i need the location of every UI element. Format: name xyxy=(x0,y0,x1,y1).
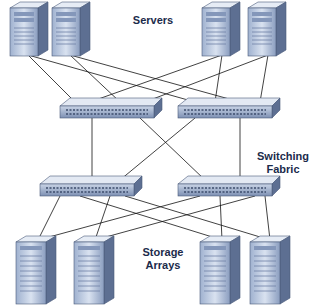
network-switch xyxy=(40,176,142,196)
cable xyxy=(240,118,241,180)
server-tower xyxy=(10,2,48,56)
cable xyxy=(265,196,270,240)
storage-array xyxy=(250,236,290,304)
cable xyxy=(145,55,268,102)
network-switch xyxy=(178,176,280,196)
server-tower xyxy=(52,2,90,56)
storage-array xyxy=(200,236,240,304)
cable xyxy=(28,55,75,102)
cable xyxy=(120,118,195,180)
section-label: Switching Fabric xyxy=(243,150,323,176)
cables xyxy=(28,55,270,240)
cable xyxy=(260,55,268,102)
network-switch xyxy=(60,98,162,118)
storage-array xyxy=(74,236,114,304)
cable xyxy=(90,55,222,102)
cable xyxy=(215,55,222,102)
server-tower xyxy=(248,2,286,56)
cable xyxy=(125,196,270,240)
cable xyxy=(70,55,240,102)
server-tower xyxy=(202,2,240,56)
storage-array xyxy=(16,236,56,304)
cable xyxy=(80,196,222,240)
cable xyxy=(28,55,195,102)
cable xyxy=(92,118,93,180)
network-switch xyxy=(178,98,280,118)
section-label: Servers xyxy=(123,14,183,27)
cable xyxy=(220,196,222,240)
cable xyxy=(140,118,205,180)
cable xyxy=(38,196,60,240)
cable xyxy=(95,196,255,240)
section-label: Storage Arrays xyxy=(137,246,189,272)
